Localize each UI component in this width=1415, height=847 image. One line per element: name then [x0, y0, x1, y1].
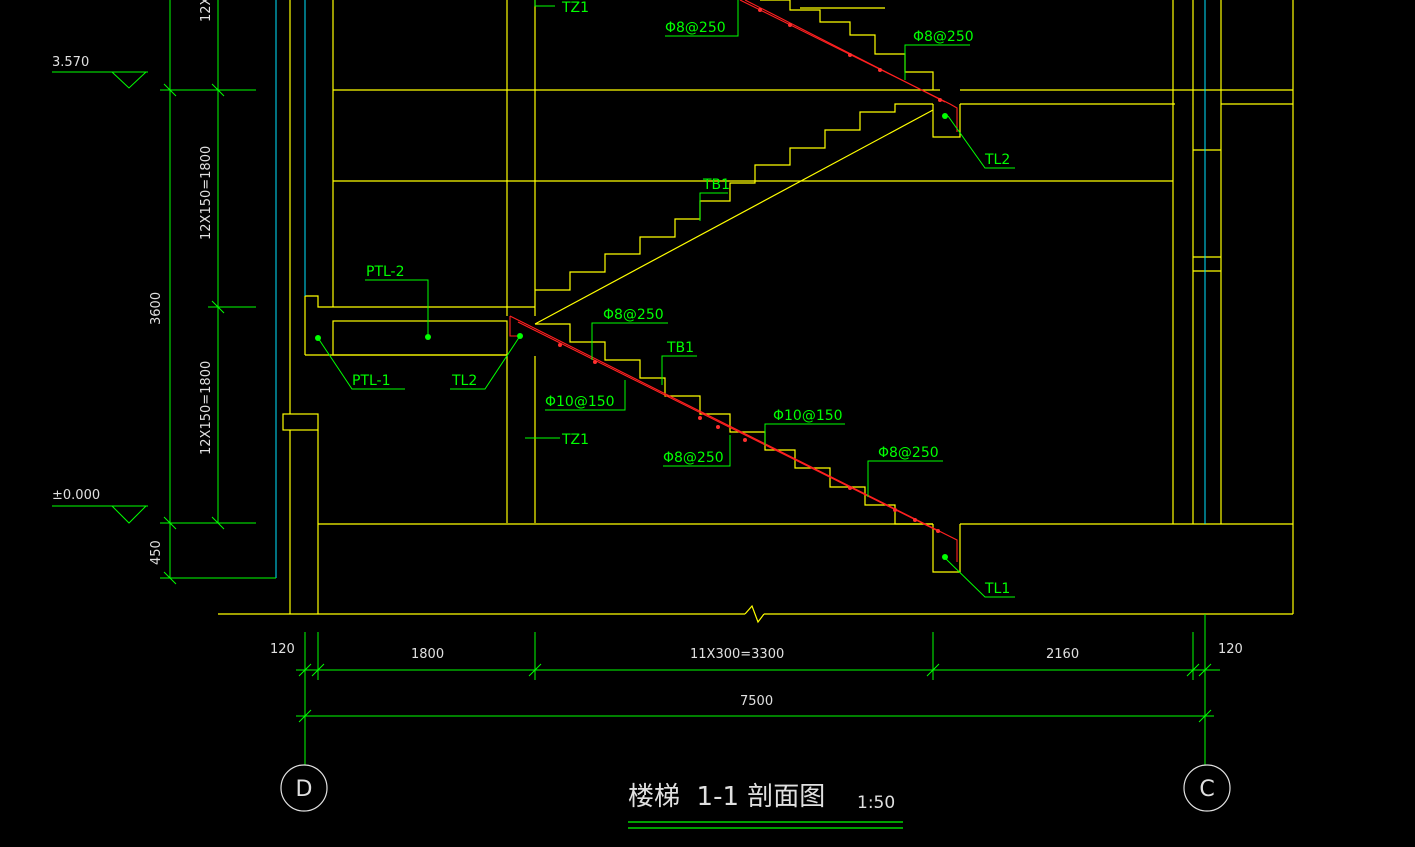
rebar-lower-d8-a: Φ8@250	[663, 450, 724, 466]
rebar-lower-top: Φ8@250	[603, 307, 664, 323]
title-underline	[628, 821, 903, 829]
label-tl2-left: TL2	[451, 373, 477, 389]
hdim-right-wall: 120	[1218, 642, 1243, 657]
hdim-flight: 11X300=3300	[690, 647, 784, 662]
label-tl2-right: TL2	[984, 152, 1010, 168]
label-tz1-top: TZ1	[561, 0, 589, 16]
label-tb1-upper: TB1	[702, 177, 730, 193]
label-ptl1: PTL-1	[352, 373, 391, 389]
rebar-lower-d10-a: Φ10@150	[545, 394, 615, 410]
hdim-total: 7500	[740, 694, 773, 709]
structure-lines	[218, 0, 1294, 624]
vdim-top: 12X	[199, 0, 214, 22]
vdim-base: 450	[149, 540, 164, 565]
drawing-scale: 1:50	[857, 793, 895, 813]
vdim-total: 3600	[149, 292, 164, 325]
leader-dots	[315, 113, 948, 560]
rebar-lower-d8-b: Φ8@250	[878, 445, 939, 461]
hdim-landing: 1800	[411, 647, 444, 662]
rebar-top-left: Φ8@250	[665, 20, 726, 36]
vdim-upper-flight: 12X150=1800	[199, 146, 214, 240]
axis-marker-c: C	[1183, 764, 1231, 812]
rebar-lower-d10-b: Φ10@150	[773, 408, 843, 424]
hdim-right-landing: 2160	[1046, 647, 1079, 662]
axis-label-c: C	[1199, 777, 1214, 802]
vdim-lower-flight: 12X150=1800	[199, 361, 214, 455]
elevation-upper: 3.570	[52, 55, 89, 70]
label-tb1-lower: TB1	[666, 340, 694, 356]
dimension-lines	[52, 0, 1220, 765]
rebar-dots	[558, 8, 942, 533]
grid-lines	[275, 0, 1206, 578]
label-ptl2: PTL-2	[366, 264, 405, 280]
axis-marker-d: D	[280, 764, 328, 812]
drawing-title: 楼梯 1-1 剖面图	[628, 782, 825, 812]
rebar-lines	[509, 0, 958, 562]
axis-label-d: D	[296, 777, 313, 802]
hdim-left-wall: 120	[270, 642, 295, 657]
rebar-top-right: Φ8@250	[913, 29, 974, 45]
elevation-ground: ±0.000	[52, 488, 100, 503]
label-tl1: TL1	[984, 581, 1010, 597]
label-tz1-mid: TZ1	[561, 432, 589, 448]
